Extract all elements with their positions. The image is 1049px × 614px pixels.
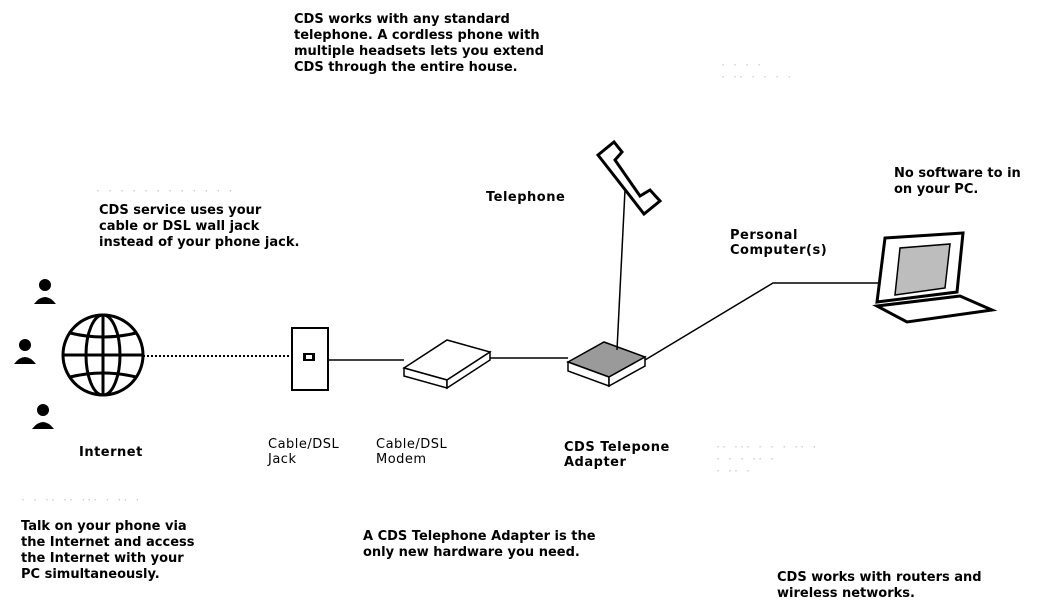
cable-dsl-jack-label: Cable/DSL Jack xyxy=(268,437,340,467)
wall-jack-icon xyxy=(291,327,329,391)
router-note: CDS works with routers and wireless netw… xyxy=(777,570,982,601)
user-icon xyxy=(14,339,36,364)
scan-noise: · · · · · ·· · · · · xyxy=(720,60,793,83)
telephone-handset-icon xyxy=(595,139,663,217)
adapter-telephone-line xyxy=(616,189,626,351)
personal-computer-label: Personal Computer(s) xyxy=(730,228,828,258)
modem-icon xyxy=(402,339,492,390)
scan-noise: · · ·· ·· ··· · ·· · xyxy=(20,495,141,506)
cable-dsl-modem-label: Cable/DSL Modem xyxy=(376,437,448,467)
software-note: No software to in on your PC. xyxy=(894,166,1021,197)
internet-label: Internet xyxy=(79,445,143,460)
laptop-icon xyxy=(872,231,998,324)
scan-noise: · · · · · · · · · · · · xyxy=(95,186,234,197)
user-icon xyxy=(34,279,56,304)
globe-icon xyxy=(61,313,145,397)
simultaneous-note: Talk on your phone via the Internet and … xyxy=(21,519,195,582)
cds-adapter-label: CDS Telepone Adapter xyxy=(564,440,670,470)
wall-jack-note: CDS service uses your cable or DSL wall … xyxy=(99,203,300,250)
adapter-note: A CDS Telephone Adapter is the only new … xyxy=(363,529,596,560)
scan-noise: ·· ··· · · · ·· · · · · ·· · · ·· · xyxy=(715,442,818,477)
adapter-icon xyxy=(566,341,647,388)
adapter-computer-line xyxy=(644,282,886,361)
user-icon xyxy=(32,404,54,429)
telephone-label: Telephone xyxy=(486,190,566,205)
telephone-note: CDS works with any standard telephone. A… xyxy=(294,12,544,75)
